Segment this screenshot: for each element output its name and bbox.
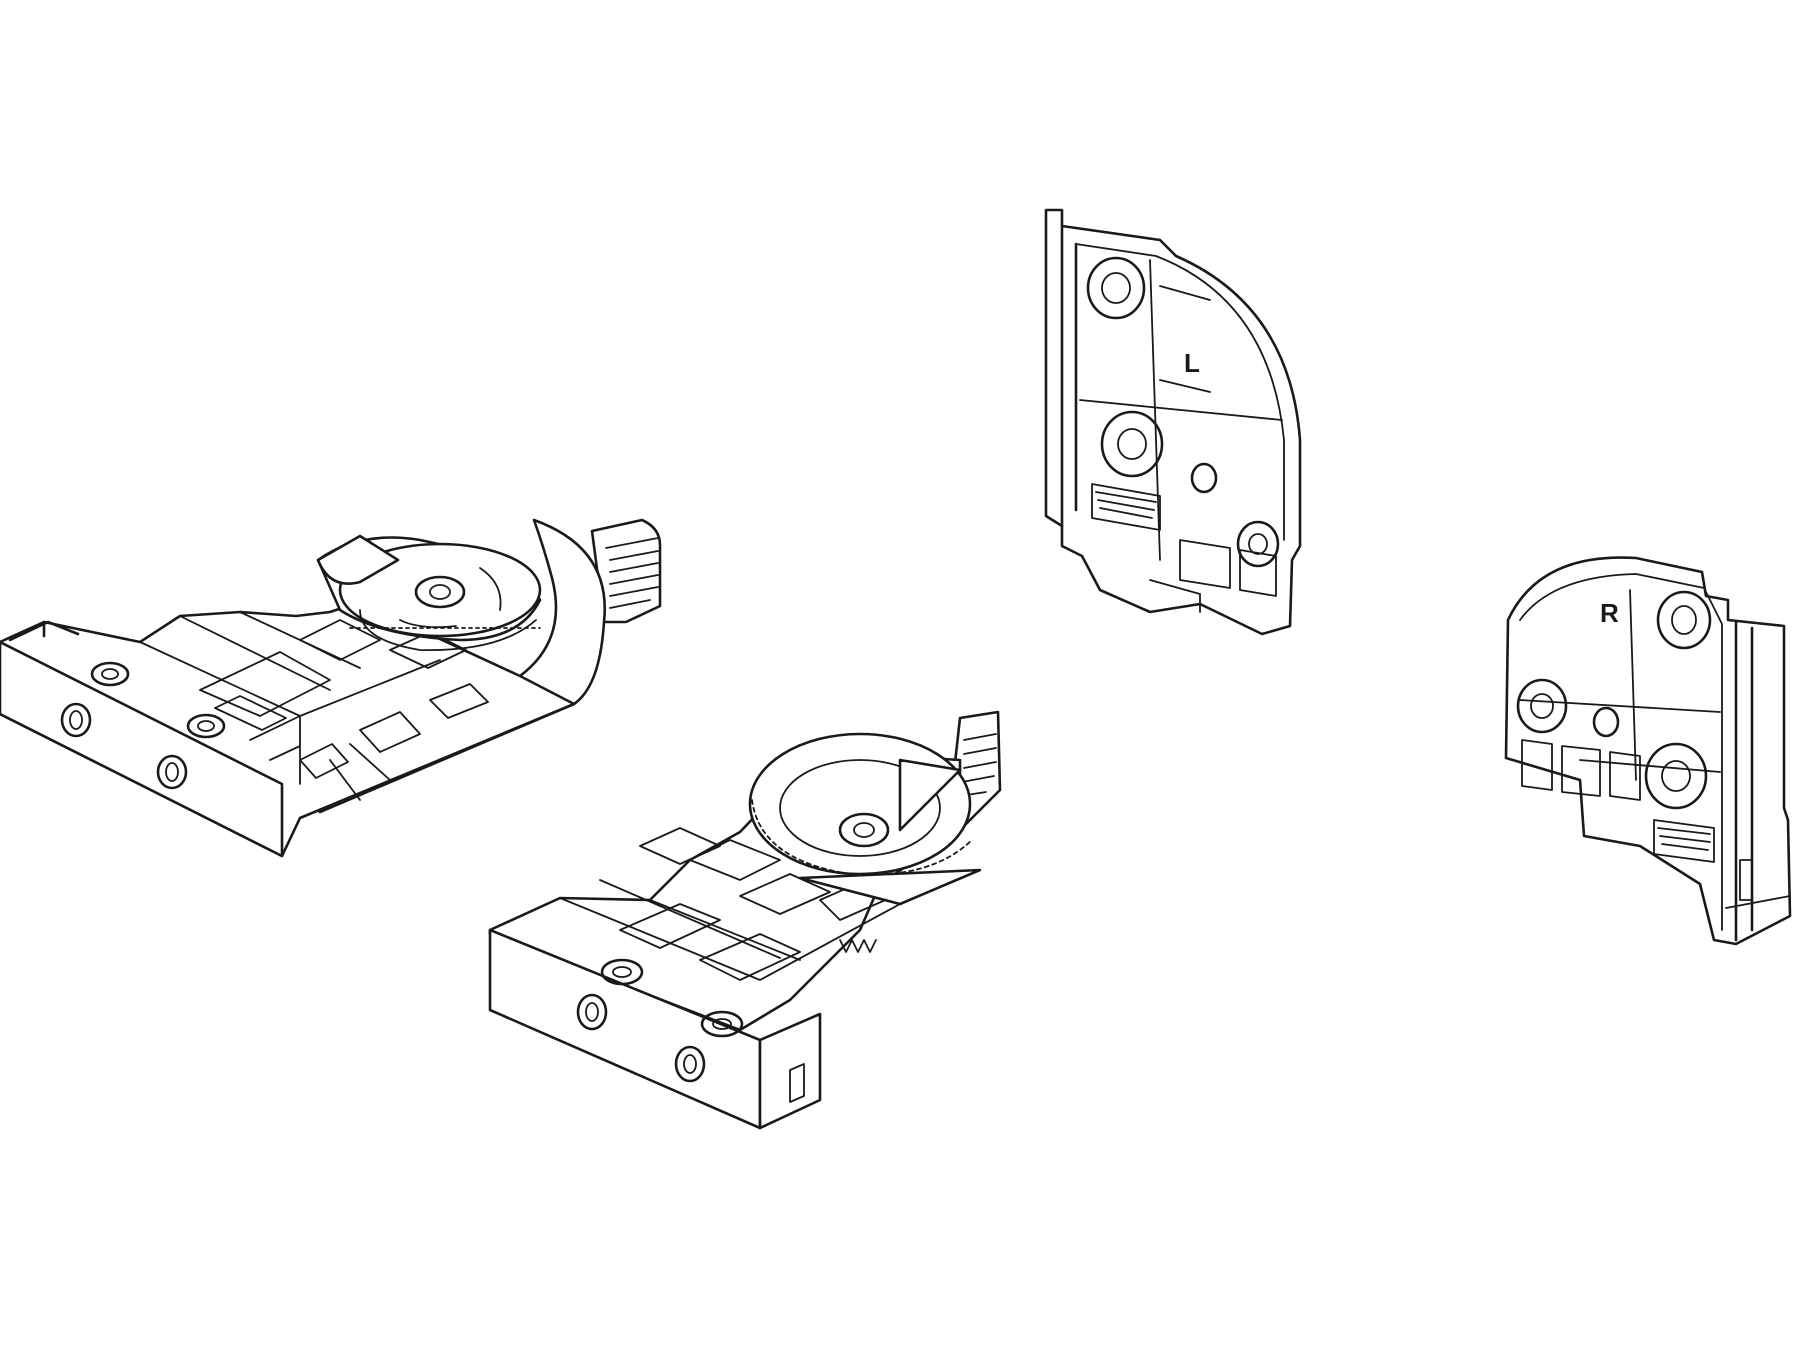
bracket-back (0, 518, 662, 858)
bracket-front (488, 710, 1002, 1130)
cover-left: L (1044, 208, 1302, 636)
cover-right-label: R (1600, 598, 1619, 628)
cover-left-label: L (1184, 348, 1200, 378)
cover-right: R (1504, 556, 1792, 946)
